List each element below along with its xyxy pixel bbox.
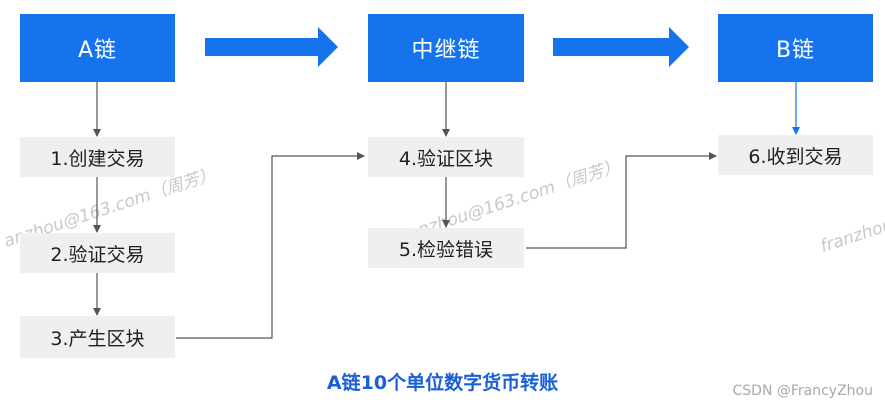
step-1-label: 1.创建交易 [50, 147, 145, 170]
a-chain-label: A链 [77, 38, 118, 63]
diagram-caption: A链10个单位数字货币转账 [326, 372, 559, 394]
step-3-label: 3.产生区块 [50, 327, 145, 350]
step-5-label: 5.检验错误 [398, 238, 494, 261]
b-chain-box: B链 [718, 14, 873, 82]
step-2-label: 2.验证交易 [50, 243, 145, 266]
step-3-produce-block: 3.产生区块 [20, 316, 175, 358]
step-4-label: 4.验证区块 [398, 147, 494, 170]
step-6-label: 6.收到交易 [748, 145, 843, 168]
connector-s3-to-s4 [176, 152, 365, 339]
block-arrow-relay-to-b [553, 27, 689, 67]
block-arrow-a-to-relay [205, 27, 338, 67]
step-2-verify-transaction: 2.验证交易 [20, 233, 175, 273]
b-chain-label: B链 [775, 38, 816, 63]
source-credit: CSDN @FrancyZhou [732, 383, 874, 399]
a-chain-box: A链 [20, 14, 175, 82]
step-6-receive-transaction: 6.收到交易 [718, 135, 873, 175]
step-4-verify-block: 4.验证区块 [368, 137, 524, 177]
step-5-check-error: 5.检验错误 [368, 228, 524, 268]
step-1-create-transaction: 1.创建交易 [20, 137, 175, 177]
relay-chain-label: 中继链 [411, 38, 481, 63]
connector-s5-to-s6 [526, 152, 717, 249]
relay-chain-box: 中继链 [368, 14, 524, 82]
